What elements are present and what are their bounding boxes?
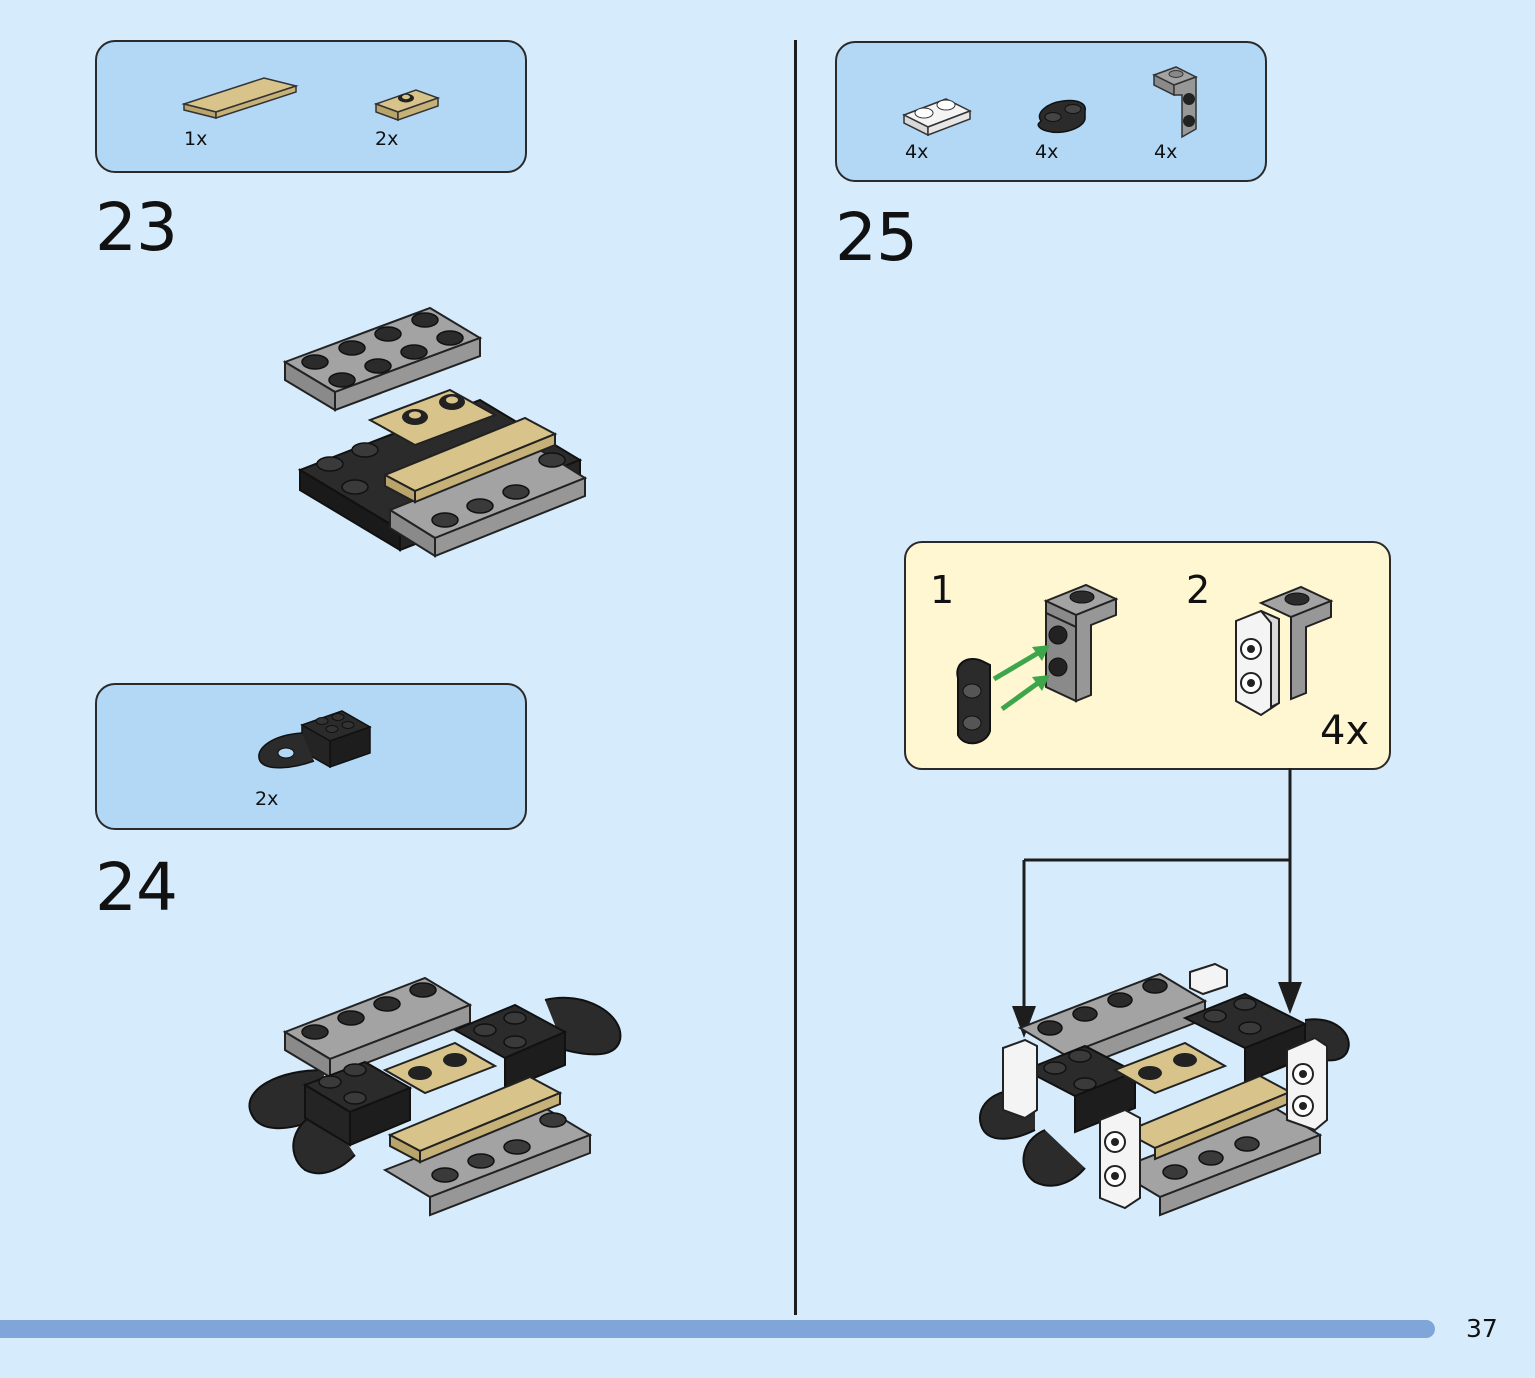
substep-2-diagram [1235,585,1334,717]
white-plate-icon [902,98,972,137]
callout-multiplier: 4x [1320,708,1370,754]
column-divider [794,40,797,1315]
step-number-24: 24 [95,849,178,926]
parts-box-step-24: 2x [95,683,527,830]
part-qty: 4x [905,141,929,163]
model-step-24 [248,976,622,1217]
substep-1-diagram [956,583,1119,745]
progress-bar [0,1320,1435,1338]
substep-number-1: 1 [930,568,955,612]
sub-assembly-callout: 1 2 4x [904,541,1391,770]
model-step-23 [282,306,588,558]
model-step-25 [978,962,1350,1217]
part-qty: 4x [1035,141,1059,163]
substep-number-2: 2 [1186,568,1211,612]
callout-connector-arrows [1012,768,1302,1038]
gray-bracket-icon [1152,66,1198,139]
tan-tile-icon [181,77,299,120]
page-number: 37 [1466,1314,1498,1343]
black-clip-brick-icon [258,710,372,769]
black-rounded-plate-icon [1037,99,1086,133]
tan-jumper-plate-icon [373,89,441,122]
part-qty: 2x [375,128,399,150]
step-number-25: 25 [835,199,918,276]
part-qty: 2x [255,788,279,810]
step-number-23: 23 [95,189,178,266]
parts-box-step-25: 4x 4x 4x [835,41,1267,182]
part-qty: 1x [184,128,208,150]
parts-box-step-23: 1x 2x [95,40,527,173]
part-qty: 4x [1154,141,1178,163]
